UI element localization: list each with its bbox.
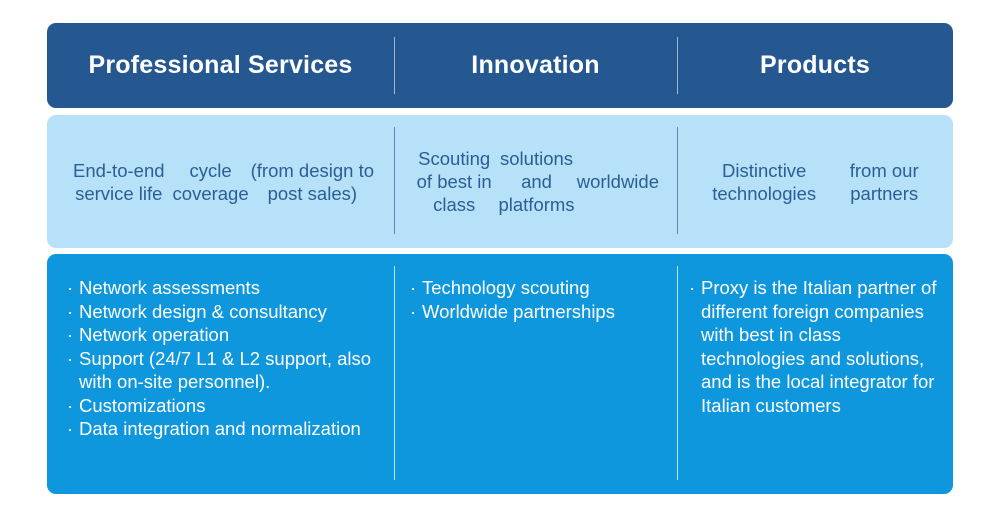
column-title-innovation: Innovation (471, 51, 600, 79)
list-item: ·Support (24/7 L1 & L2 support, also wit… (67, 347, 390, 394)
summary-col-products: Distinctive technologies from our partne… (677, 115, 953, 248)
header-col-innovation: Innovation (394, 23, 677, 108)
bullet-icon: · (67, 277, 74, 298)
list-item: ·Technology scouting (410, 276, 673, 300)
column-divider (677, 127, 678, 234)
summary-line: cycle coverage (172, 159, 249, 204)
summary-professional-services: End-to-end service life cycle coverage (… (47, 115, 394, 248)
bullet-icon: · (410, 277, 417, 298)
products-list: ·Proxy is the Italian partner of differe… (689, 276, 949, 417)
details-band: ·Network assessments ·Network design & c… (47, 254, 953, 494)
list-item: ·Network design & consultancy (67, 300, 390, 324)
list-item: ·Worldwide partnerships (410, 300, 673, 324)
details-col-innovation: ·Technology scouting ·Worldwide partners… (394, 254, 677, 494)
column-divider (677, 37, 678, 94)
summary-line: (from design to post sales) (250, 159, 375, 204)
list-item-text: Worldwide partnerships (422, 300, 615, 322)
bullet-icon: · (410, 300, 417, 322)
list-item-text: Technology scouting (422, 277, 590, 298)
list-item: ·Network operation (67, 323, 390, 347)
summary-line: from our partners (849, 159, 919, 204)
list-item-text: Network operation (79, 324, 230, 345)
list-item-text: Network assessments (79, 277, 260, 298)
summary-line: End-to-end service life (72, 159, 165, 204)
column-title-professional-services: Professional Services (88, 51, 353, 79)
bullet-icon: · (67, 394, 74, 416)
summary-col-innovation: Scouting of best in class solutions and … (394, 115, 677, 248)
column-divider (394, 127, 395, 234)
bullet-icon: · (67, 347, 74, 369)
bullet-icon: · (67, 300, 74, 322)
list-item-text: Data integration and normalization (79, 418, 361, 439)
bullet-icon: · (67, 418, 74, 439)
column-divider (394, 37, 395, 94)
summary-band: End-to-end service life cycle coverage (… (47, 115, 953, 248)
details-col-products: ·Proxy is the Italian partner of differe… (677, 254, 953, 494)
summary-col-professional-services: End-to-end service life cycle coverage (… (47, 115, 394, 248)
bullet-icon: · (67, 324, 74, 345)
bullet-icon: · (689, 277, 696, 298)
list-item-text: Proxy is the Italian partner of differen… (701, 277, 937, 416)
innovation-list: ·Technology scouting ·Worldwide partners… (410, 276, 673, 323)
header-band: Professional Services Innovation Product… (47, 23, 953, 108)
column-divider (677, 266, 678, 480)
list-item: ·Customizations (67, 394, 390, 418)
list-item-text: Support (24/7 L1 & L2 support, also with… (79, 347, 372, 393)
details-col-professional-services: ·Network assessments ·Network design & c… (47, 254, 394, 494)
list-item: ·Proxy is the Italian partner of differe… (689, 276, 949, 417)
professional-services-list: ·Network assessments ·Network design & c… (67, 276, 390, 441)
list-item-text: Network design & consultancy (79, 300, 327, 322)
summary-products: Distinctive technologies from our partne… (677, 115, 953, 248)
summary-innovation: Scouting of best in class solutions and … (394, 115, 677, 248)
list-item: ·Network assessments (67, 276, 390, 300)
summary-line: Distinctive technologies (712, 159, 817, 204)
header-col-professional-services: Professional Services (47, 23, 394, 108)
column-title-products: Products (760, 51, 870, 79)
summary-line: solutions and platforms (498, 148, 575, 215)
header-col-products: Products (677, 23, 953, 108)
column-divider (394, 266, 395, 480)
summary-line: worldwide (576, 171, 659, 192)
list-item-text: Customizations (79, 394, 206, 416)
list-item: ·Data integration and normalization (67, 417, 390, 441)
summary-line: Scouting of best in class (416, 148, 492, 215)
